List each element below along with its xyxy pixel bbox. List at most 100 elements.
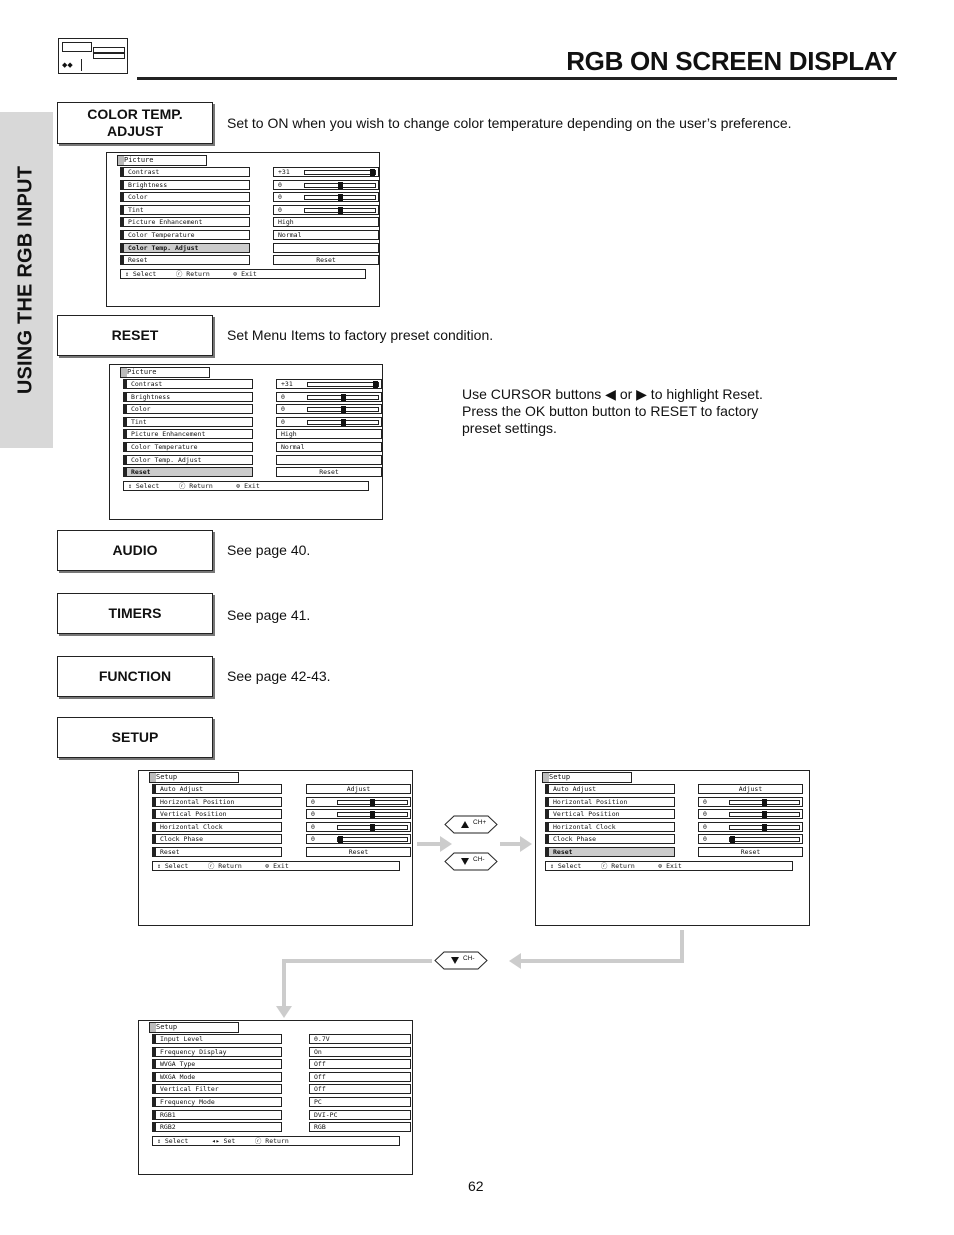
menu-value: 0 (306, 809, 411, 820)
menu-value-text: RGB (314, 1123, 326, 1132)
audio-description: See page 40. (227, 542, 311, 558)
menu-value-text: 0 (278, 193, 282, 202)
footer-return-icon: ⓡ (235, 1136, 266, 1145)
menu-item[interactable]: Tint (120, 204, 250, 215)
menu-value: 0 (698, 809, 803, 820)
level-bar (729, 836, 800, 844)
menu-item[interactable]: Brightness (120, 179, 250, 190)
menu-item[interactable]: Reset (152, 847, 282, 857)
menu-item[interactable]: Frequency Mode (152, 1097, 282, 1107)
menu-item[interactable]: WVGA Type (152, 1059, 282, 1070)
menu-value-text: 0 (703, 835, 707, 844)
menu-value: 0 (276, 416, 382, 427)
menu-item[interactable]: Horizontal Position (152, 796, 282, 807)
menu-item[interactable]: Auto Adjust (152, 784, 282, 794)
side-tab: USING THE RGB INPUT (0, 112, 53, 448)
menu-value-text: Adjust (346, 785, 371, 793)
menu-item[interactable]: Reset (120, 255, 250, 266)
level-bar (337, 836, 408, 844)
ch-down-button[interactable]: CH- (444, 852, 498, 871)
menu-item[interactable]: Contrast (123, 379, 253, 389)
level-bar (729, 823, 800, 831)
menu-value: Normal (273, 230, 379, 240)
menu-value: 0 (698, 821, 803, 832)
menu-value-text: Reset (348, 848, 369, 856)
menu-value: 0 (306, 821, 411, 832)
menu-value-text: Off (314, 1085, 326, 1094)
menu-value-text: +31 (278, 168, 290, 176)
level-knob (762, 823, 767, 831)
menu-title: Setup (149, 1022, 239, 1033)
menu-item[interactable]: Tint (123, 416, 253, 427)
menu-item[interactable]: WXGA Mode (152, 1071, 282, 1082)
menu-item[interactable]: Horizontal Position (545, 796, 675, 807)
menu-value-text: On (314, 1047, 322, 1056)
menu-value-text: Normal (281, 443, 305, 451)
menu-item[interactable]: RGB2 (152, 1122, 282, 1133)
level-bar (307, 406, 379, 414)
menu-value-text: 0 (281, 405, 285, 414)
ch-down-label: CH- (473, 856, 485, 863)
footer-return-icon: ⓡ (581, 861, 612, 870)
level-bar (337, 798, 408, 806)
color-temp-description: Set to ON when you wish to change color … (227, 115, 792, 131)
menu-value: 0 (276, 404, 382, 415)
menu-item[interactable]: Vertical Filter (152, 1084, 282, 1095)
menu-value-text: Off (314, 1072, 326, 1081)
menu-title: Picture (120, 367, 210, 378)
level-knob (370, 823, 375, 831)
menu-item[interactable]: RGB1 (152, 1109, 282, 1120)
audio-label: AUDIO (57, 530, 213, 571)
footer-select-label: Select (135, 481, 160, 490)
menu-item[interactable]: Vertical Position (545, 809, 675, 820)
menu-value-text: 0 (703, 822, 707, 831)
menu-item[interactable]: Reset (545, 847, 675, 857)
menu-item[interactable]: Contrast (120, 167, 250, 177)
color-temp-label-line2: ADJUST (106, 123, 163, 139)
menu-item[interactable]: Input Level (152, 1034, 282, 1044)
footer-set-label: Set (223, 1136, 236, 1145)
reset-note-line2: Press the OK button button to RESET to f… (462, 403, 759, 419)
level-knob (762, 811, 767, 819)
reset-note-line3: preset settings. (462, 420, 557, 436)
footer-return-label: Return (265, 1136, 289, 1145)
level-bar (304, 181, 376, 189)
menu-title-text: Setup (549, 773, 631, 782)
menu-item[interactable]: Brightness (123, 391, 253, 402)
menu-item[interactable]: Horizontal Clock (545, 821, 675, 832)
menu-item[interactable]: Color (120, 192, 250, 203)
menu-value: DVI-PC (309, 1109, 411, 1120)
reset-note: Use CURSOR buttons ◀ or ▶ to highlight R… (462, 386, 763, 437)
menu-title-text: Picture (124, 156, 206, 165)
menu-value: Off (309, 1071, 411, 1082)
menu-item[interactable]: Color Temp. Adjust (123, 454, 253, 465)
menu-item[interactable]: Color Temp. Adjust (120, 242, 250, 253)
footer-return-label: Return (611, 861, 635, 870)
footer-select-label: Select (164, 861, 189, 870)
menu-footer: ⇕ Select ⓡ Return ⊜ Exit (123, 480, 369, 491)
level-knob (337, 181, 343, 189)
menu-value-text: 0 (281, 417, 285, 426)
footer-exit-label: Exit (666, 861, 682, 870)
function-description: See page 42-43. (227, 668, 331, 684)
menu-item[interactable]: Frequency Display (152, 1046, 282, 1057)
menu-value-text: 0 (278, 205, 282, 214)
menu-item[interactable]: Clock Phase (152, 834, 282, 845)
menu-footer: ⇕ Select ⓡ Return ⊜ Exit (120, 268, 366, 279)
menu-item[interactable]: Picture Enhancement (120, 217, 250, 228)
level-bar (304, 194, 376, 202)
ch-up-button[interactable]: CH+ (444, 815, 498, 834)
menu-item[interactable]: Clock Phase (545, 834, 675, 845)
menu-item[interactable]: Auto Adjust (545, 784, 675, 794)
menu-item[interactable]: Picture Enhancement (123, 429, 253, 440)
ch-down-button-2[interactable]: CH- (434, 951, 488, 970)
menu-item[interactable]: Reset (123, 467, 253, 478)
menu-item[interactable]: Color (123, 404, 253, 415)
menu-item[interactable]: Color Temperature (123, 442, 253, 452)
menu-item[interactable]: Horizontal Clock (152, 821, 282, 832)
menu-item[interactable]: Vertical Position (152, 809, 282, 820)
menu-item[interactable]: Color Temperature (120, 230, 250, 240)
footer-exit-label: Exit (241, 269, 257, 278)
menu-value-text: 0 (311, 810, 315, 819)
